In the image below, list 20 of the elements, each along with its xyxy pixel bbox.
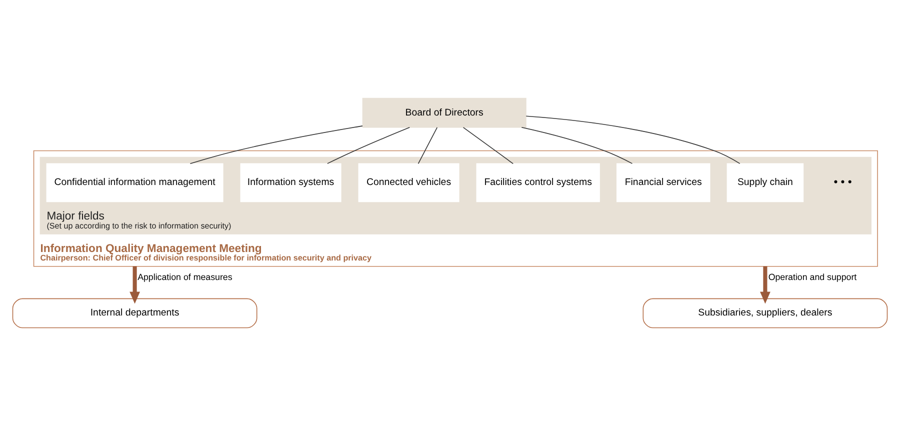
node-box: Supply chain	[726, 163, 804, 202]
connector	[327, 127, 410, 164]
edge-label: Application of measures	[138, 272, 232, 282]
node-box: Board of Directors	[362, 98, 526, 128]
node-box: Connected vehicles	[358, 163, 460, 202]
node-box: Subsidiaries, suppliers, dealers	[642, 298, 888, 328]
connector	[462, 127, 514, 164]
connector	[521, 126, 633, 164]
node-box: Internal departments	[12, 298, 258, 328]
node-box: Confidential information management	[46, 163, 224, 202]
node-box: Financial services	[616, 163, 710, 202]
label: • • •	[834, 176, 852, 189]
node-box: Information systems	[240, 163, 342, 202]
node-box: Facilities control systems	[476, 163, 600, 202]
connector	[190, 126, 363, 164]
arrow	[130, 266, 140, 304]
edge-label: Operation and support	[768, 272, 857, 282]
connector	[418, 127, 438, 164]
arrow	[760, 266, 770, 304]
connector	[526, 116, 740, 164]
